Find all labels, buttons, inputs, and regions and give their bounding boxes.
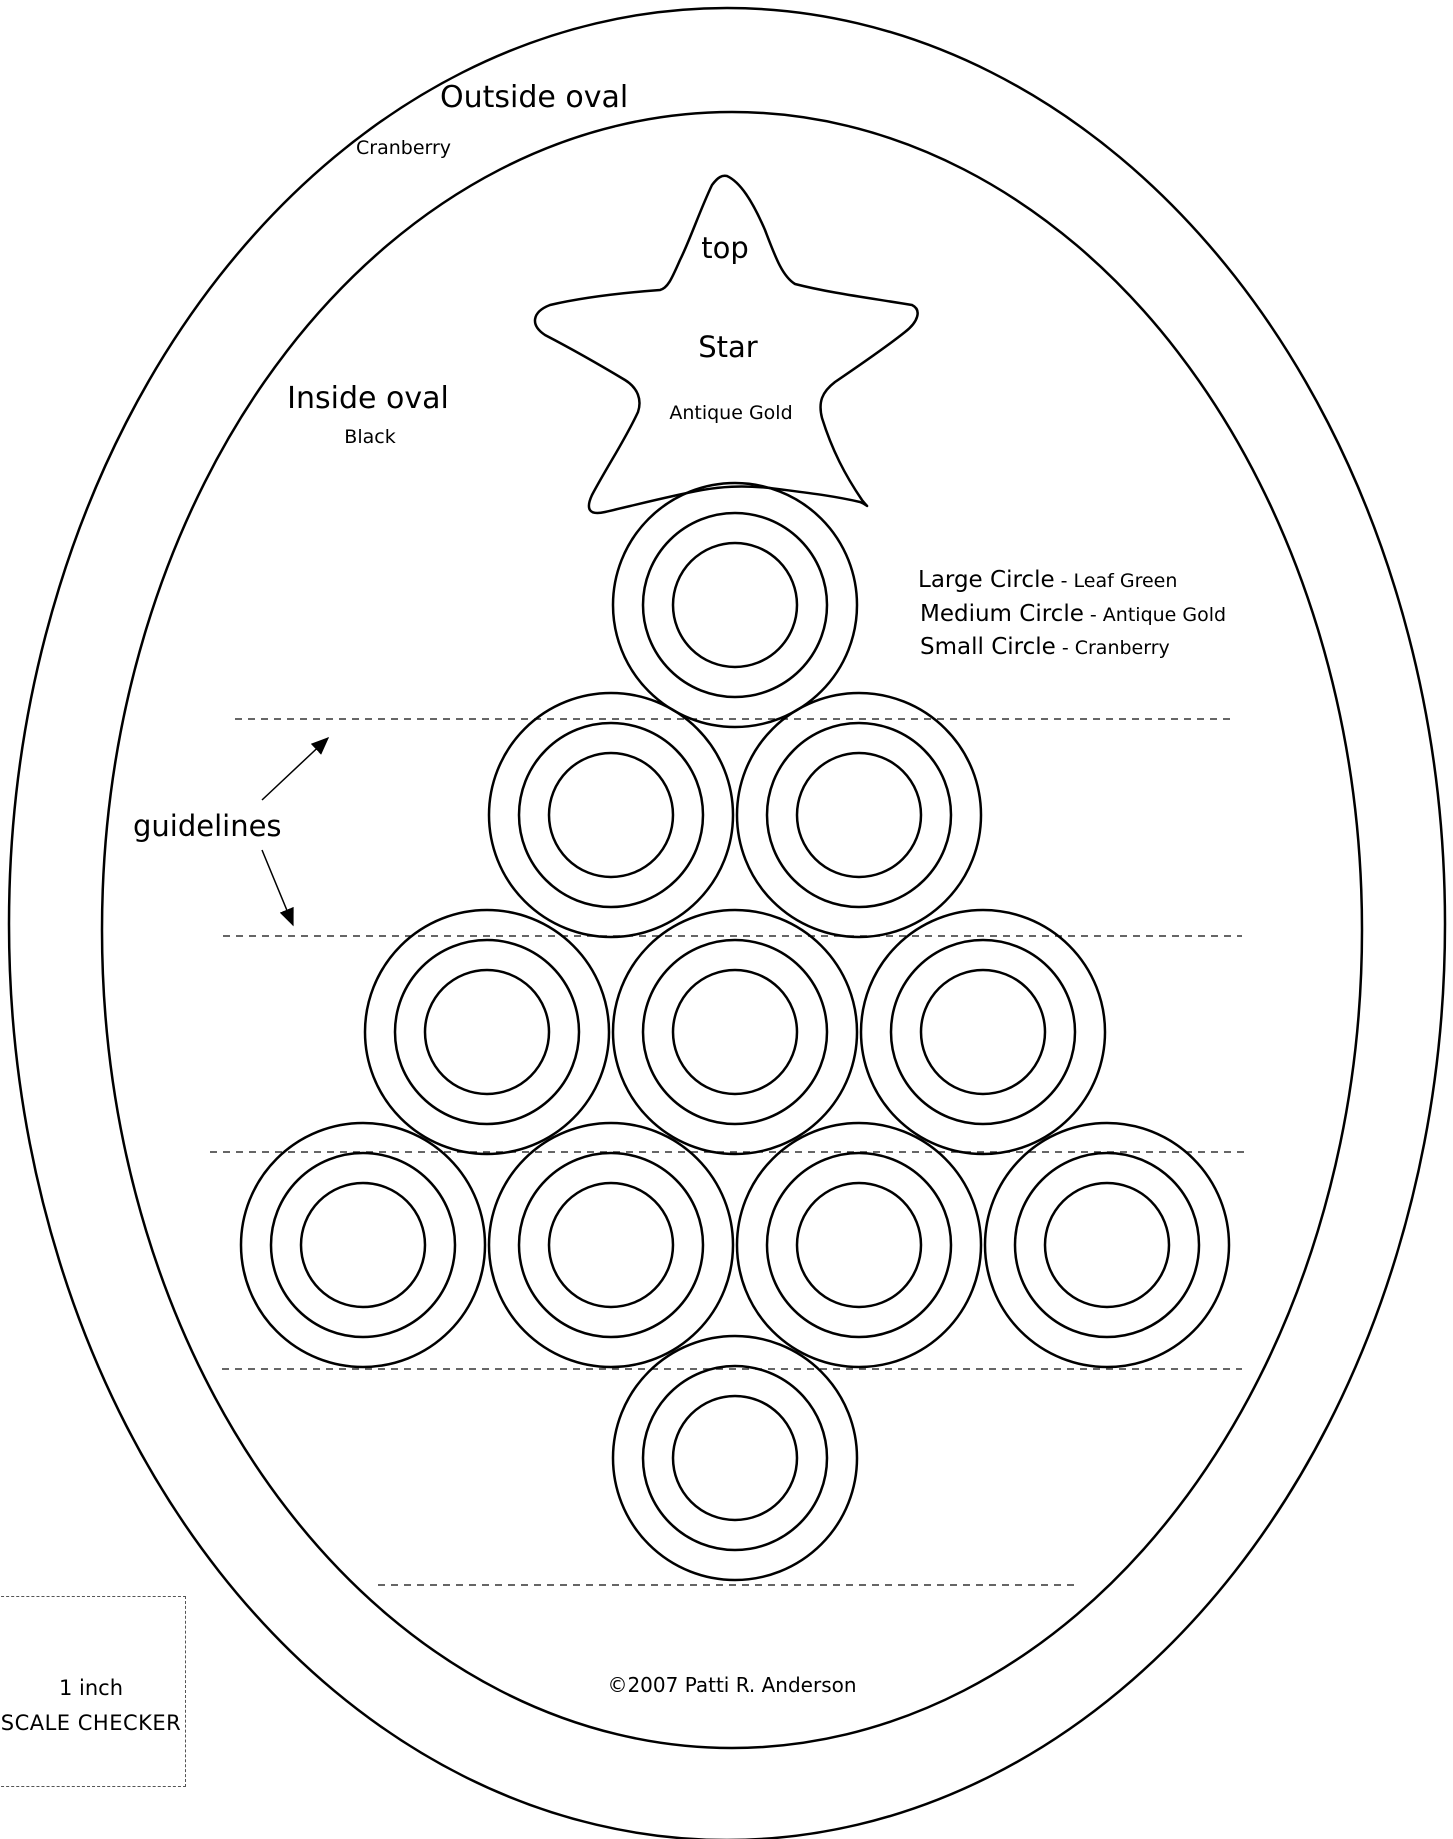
medium-circle bbox=[519, 723, 703, 907]
large-circle bbox=[737, 693, 981, 937]
large-circle bbox=[613, 483, 857, 727]
legend-medium-color: - Antique Gold bbox=[1084, 604, 1226, 626]
large-circle bbox=[613, 910, 857, 1154]
medium-circle bbox=[767, 723, 951, 907]
scale-checker-line1: 1 inch bbox=[0, 1676, 185, 1700]
small-circle bbox=[673, 970, 797, 1094]
scale-checker-box: 1 inch SCALE CHECKER bbox=[0, 1596, 186, 1787]
small-circle bbox=[921, 970, 1045, 1094]
medium-circle bbox=[271, 1153, 455, 1337]
small-circle bbox=[673, 543, 797, 667]
large-circle bbox=[613, 1336, 857, 1580]
copyright: ©2007 Patti R. Anderson bbox=[607, 1673, 856, 1697]
large-circle bbox=[489, 693, 733, 937]
inside-oval-color: Black bbox=[344, 426, 395, 448]
large-circle bbox=[241, 1123, 485, 1367]
small-circle bbox=[1045, 1183, 1169, 1307]
star-label: Star bbox=[698, 330, 758, 364]
star-top-label: top bbox=[701, 231, 749, 265]
legend-small-circle: Small Circle - Cranberry bbox=[920, 634, 1170, 660]
large-circle bbox=[737, 1123, 981, 1367]
medium-circle bbox=[1015, 1153, 1199, 1337]
small-circle bbox=[549, 753, 673, 877]
medium-circle bbox=[519, 1153, 703, 1337]
small-circle bbox=[797, 1183, 921, 1307]
legend-small-color: - Cranberry bbox=[1056, 637, 1170, 659]
outside-oval-label: Outside oval bbox=[440, 80, 628, 115]
legend-large-name: Large Circle bbox=[918, 567, 1055, 593]
guideline-arrow-down bbox=[262, 850, 293, 925]
medium-circle bbox=[395, 940, 579, 1124]
small-circle bbox=[301, 1183, 425, 1307]
large-circle bbox=[365, 910, 609, 1154]
legend-medium-circle: Medium Circle - Antique Gold bbox=[920, 601, 1226, 627]
small-circle bbox=[425, 970, 549, 1094]
outside-oval-color: Cranberry bbox=[356, 137, 451, 159]
scale-checker-line2: SCALE CHECKER bbox=[0, 1711, 185, 1735]
outside-oval bbox=[9, 8, 1445, 1839]
medium-circle bbox=[643, 1366, 827, 1550]
large-circle bbox=[985, 1123, 1229, 1367]
small-circle bbox=[797, 753, 921, 877]
legend-medium-name: Medium Circle bbox=[920, 601, 1084, 627]
legend-large-color: - Leaf Green bbox=[1055, 570, 1178, 592]
legend-small-name: Small Circle bbox=[920, 634, 1056, 660]
legend-large-circle: Large Circle - Leaf Green bbox=[918, 567, 1177, 593]
medium-circle bbox=[643, 940, 827, 1124]
guideline-arrow-up bbox=[262, 738, 328, 800]
guidelines-label: guidelines bbox=[133, 809, 282, 843]
small-circle bbox=[673, 1396, 797, 1520]
medium-circle bbox=[767, 1153, 951, 1337]
star-color: Antique Gold bbox=[669, 402, 792, 424]
small-circle bbox=[549, 1183, 673, 1307]
inside-oval-label: Inside oval bbox=[287, 381, 449, 416]
medium-circle bbox=[643, 513, 827, 697]
medium-circle bbox=[891, 940, 1075, 1124]
large-circle bbox=[861, 910, 1105, 1154]
large-circle bbox=[489, 1123, 733, 1367]
